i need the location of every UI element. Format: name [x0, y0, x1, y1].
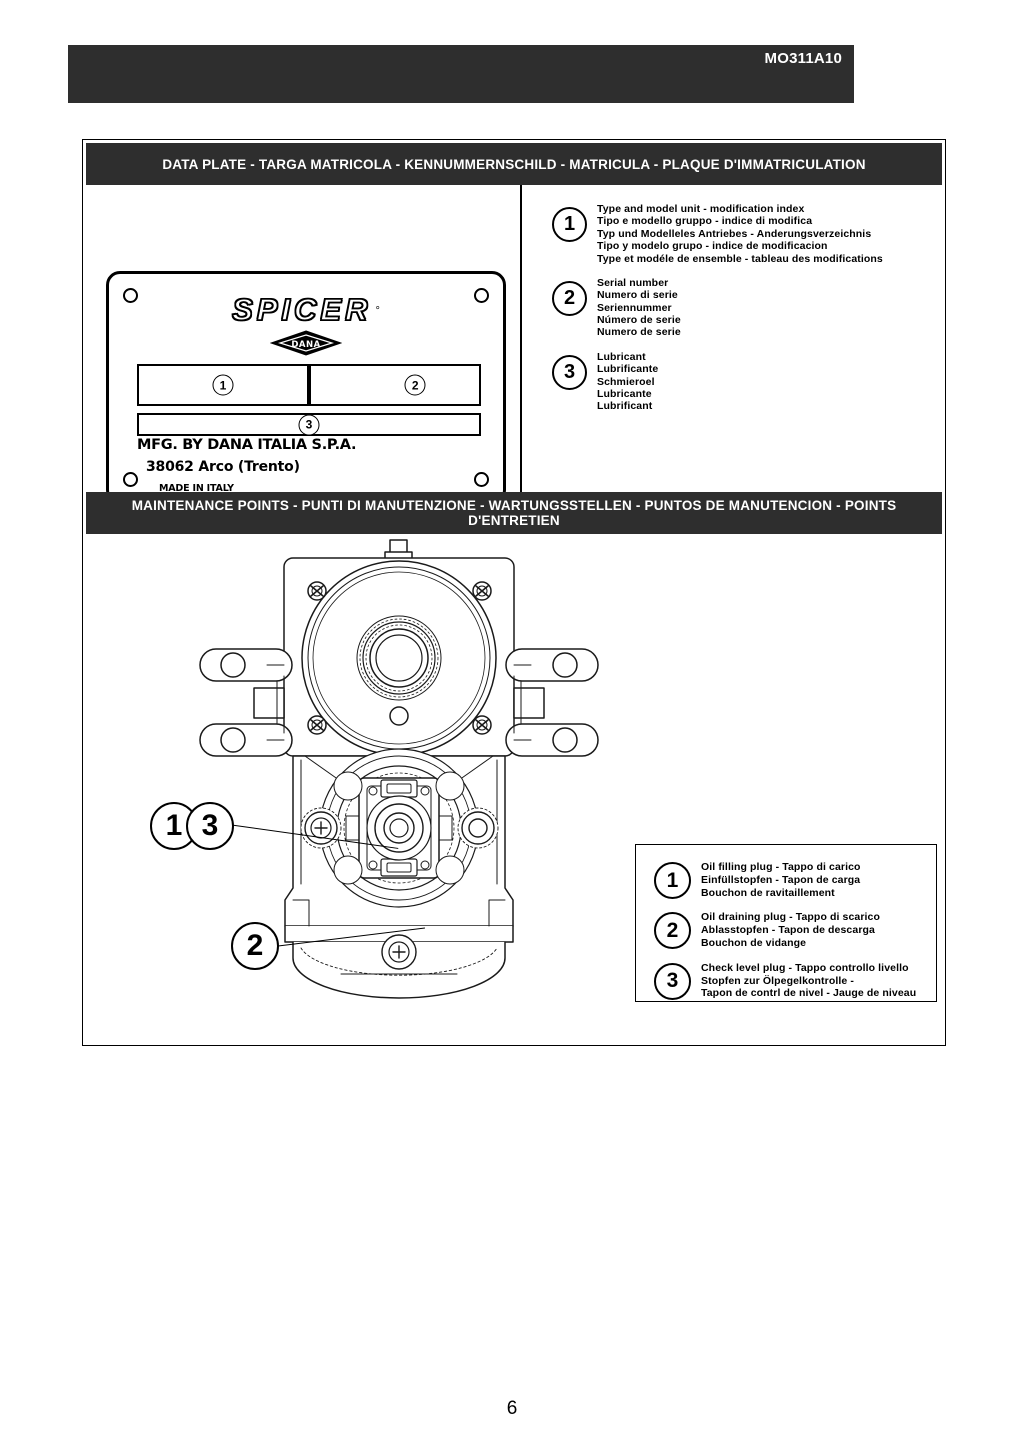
- legend-item: 3 Check level plug - Tappo controllo liv…: [654, 962, 934, 1000]
- legend-bubble: 2: [654, 912, 691, 950]
- callout-balloon-3: 3: [186, 802, 234, 850]
- legend-text: Check level plug - Tappo controllo livel…: [701, 962, 916, 1000]
- legend-bubble: 1: [654, 862, 691, 899]
- maintenance-legend-box: 1 Oil filling plug - Tappo di carico Ein…: [635, 844, 937, 1002]
- plate-field-box-2: 2: [309, 364, 481, 406]
- plate-mounting-hole-icon: [123, 288, 138, 303]
- legend-line: Stopfen zur Ölpegelkontrolle -: [701, 974, 854, 987]
- document-code: MO311A10: [764, 50, 842, 67]
- callout-balloon-2: 2: [231, 922, 279, 970]
- plate-mounting-hole-icon: [474, 288, 489, 303]
- legend-text: Type and model unit - modification index…: [597, 203, 883, 265]
- spicer-data-plate-drawing: SPICER° DANA 1 2 3: [106, 271, 506, 504]
- legend-line: Type and model unit - modification index: [597, 203, 805, 215]
- spicer-wordmark: SPICER: [231, 291, 372, 328]
- legend-bubble: 3: [654, 962, 691, 1000]
- legend-line: Lubricant: [597, 350, 646, 363]
- legend-line: Seriennummer: [597, 301, 672, 314]
- legend-line: Lubrificante: [597, 363, 659, 376]
- legend-line: Número de serie: [597, 314, 681, 326]
- plate-field-box-1: 1: [137, 364, 309, 406]
- plate-field-number-3: 3: [298, 414, 320, 435]
- svg-text:DANA: DANA: [291, 340, 320, 350]
- page-header-bar: MO311A10: [68, 45, 854, 103]
- manufacturer-origin: MADE IN ITALY: [159, 482, 234, 494]
- legend-line: Typ und Modelleles Antriebes - Anderungs…: [597, 227, 872, 240]
- panel-divider: [520, 185, 522, 492]
- legend-line: Bouchon de vidange: [701, 936, 807, 949]
- legend-line: Lubrificant: [597, 400, 653, 413]
- plate-field-number-1: 1: [212, 374, 234, 396]
- legend-line: Tapon de contrl de nivel - Jauge de nive…: [701, 987, 917, 1000]
- plate-field-boxes: 1 2 3: [137, 364, 481, 436]
- legend-line: Einfüllstopfen - Tapon de carga: [701, 873, 861, 886]
- registered-mark-icon: °: [375, 304, 380, 317]
- legend-line: Numero di serie: [597, 289, 678, 302]
- legend-line: Serial number: [597, 276, 669, 289]
- legend-text: Lubricant Lubrificante Schmieroel Lubric…: [597, 351, 658, 413]
- legend-line: Oil draining plug - Tappo di scarico: [701, 911, 880, 924]
- legend-text: Serial number Numero di serie Seriennumm…: [597, 277, 681, 339]
- legend-line: Ablasstopfen - Tapon de descarga: [701, 924, 875, 937]
- section-title-data-plate: DATA PLATE - TARGA MATRICOLA - KENNUMMER…: [86, 143, 942, 185]
- legend-line: Bouchon de ravitaillement: [701, 886, 835, 899]
- manufacturer-name: MFG. BY DANA ITALIA S.P.A.: [137, 437, 357, 453]
- legend-item: 2 Serial number Numero di serie Seriennu…: [552, 277, 922, 339]
- legend-item: 1 Oil filling plug - Tappo di carico Ein…: [654, 861, 934, 899]
- section-title-maintenance-points: MAINTENANCE POINTS - PUNTI DI MANUTENZIO…: [86, 492, 942, 534]
- data-plate-panel: SPICER° DANA 1 2 3: [86, 185, 942, 504]
- oil-filling-level-plug: [300, 807, 342, 849]
- maintenance-legend: 1 Oil filling plug - Tappo di carico Ein…: [654, 861, 934, 1000]
- legend-line: Check level plug - Tappo controllo livel…: [701, 961, 909, 974]
- legend-line: Numero de serie: [597, 326, 681, 339]
- gearbox-technical-drawing: [199, 539, 599, 999]
- legend-line: Schmieroel: [597, 375, 655, 388]
- legend-bubble: 3: [552, 354, 587, 390]
- page-number: 6: [506, 1398, 518, 1419]
- plate-mounting-hole-icon: [474, 472, 489, 487]
- data-plate-legend: 1 Type and model unit - modification ind…: [552, 203, 922, 422]
- content-frame: DATA PLATE - TARGA MATRICOLA - KENNUMMER…: [82, 139, 946, 1046]
- legend-text: Oil filling plug - Tappo di carico Einfü…: [701, 861, 861, 899]
- manufacturer-address: 38062 Arco (Trento): [146, 458, 300, 475]
- legend-line: Oil filling plug - Tappo di carico: [701, 861, 861, 873]
- legend-line: Tipo y modelo grupo - indice de modifica…: [597, 240, 828, 253]
- plate-manufacturer-block: MFG. BY DANA ITALIA S.P.A. 38062 Arco (T…: [137, 438, 356, 493]
- dana-diamond-logo-icon: DANA: [270, 330, 342, 356]
- legend-text: Oil draining plug - Tappo di scarico Abl…: [701, 911, 880, 949]
- legend-line: Lubricante: [597, 387, 652, 400]
- legend-item: 2 Oil draining plug - Tappo di scarico A…: [654, 911, 934, 950]
- spicer-brand: SPICER°: [109, 291, 503, 328]
- legend-line: Type et modéle de ensemble - tableau des…: [597, 252, 883, 265]
- legend-item: 3 Lubricant Lubrificante Schmieroel Lubr…: [552, 351, 922, 413]
- oil-draining-plug: [381, 934, 417, 970]
- plate-mounting-hole-icon: [123, 472, 138, 487]
- maintenance-points-panel: 1 3 2 1 Oil filling plug - Tappo di cari…: [86, 534, 942, 1044]
- plate-field-box-3: 3: [137, 413, 481, 436]
- legend-bubble: 1: [552, 207, 587, 242]
- legend-bubble: 2: [552, 280, 587, 316]
- legend-line: Tipo e modello gruppo - indice di modifi…: [597, 215, 813, 228]
- legend-item: 1 Type and model unit - modification ind…: [552, 203, 922, 265]
- plate-field-number-2: 2: [404, 374, 426, 396]
